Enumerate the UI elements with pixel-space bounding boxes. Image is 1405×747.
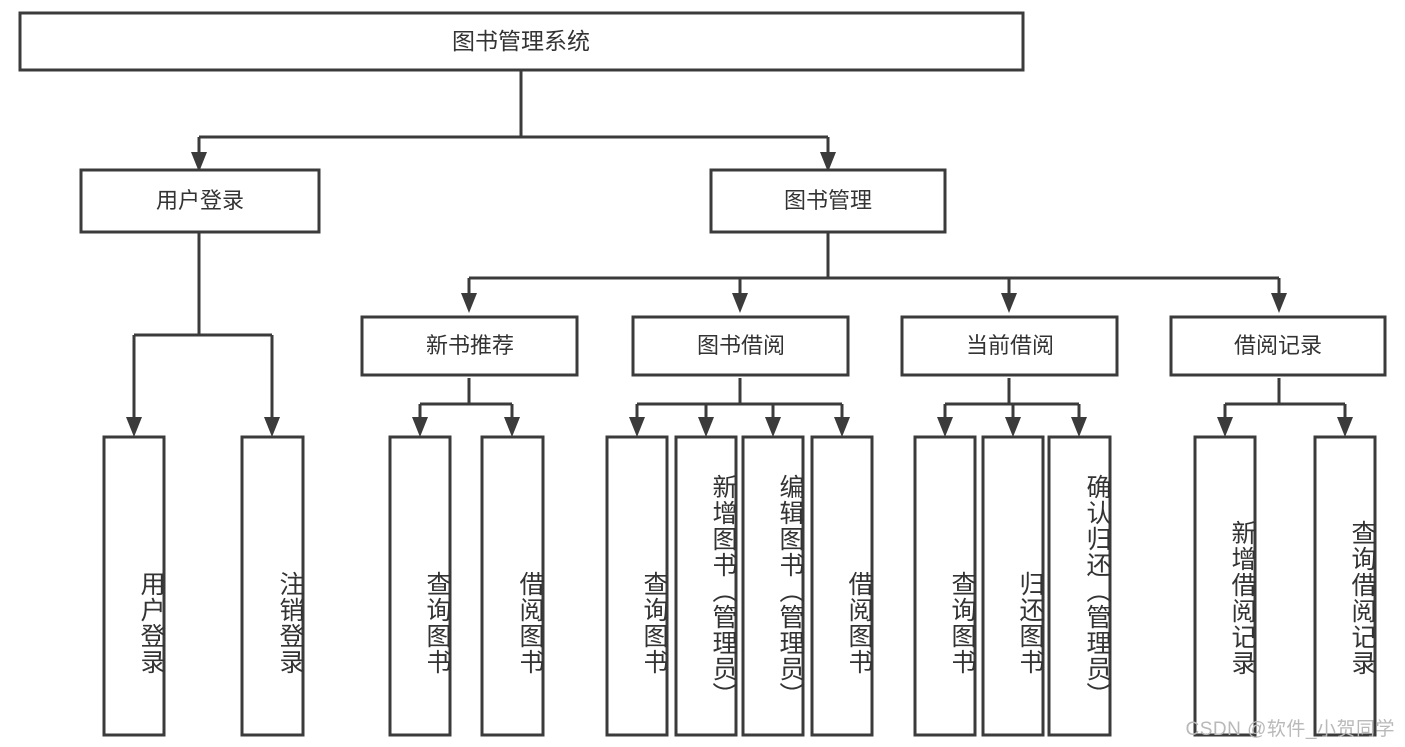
connector-user-login-to-leaves bbox=[126, 232, 280, 437]
csdn-watermark: CSDN @软件_小贺同学 bbox=[1185, 719, 1395, 740]
leaf-box-borrow-book-1[interactable] bbox=[605, 435, 669, 737]
node-book-management-label: 图书管理 bbox=[784, 188, 872, 213]
node-current-borrow-box[interactable] bbox=[900, 315, 1119, 377]
leaf-box-new-book-1[interactable] bbox=[388, 435, 452, 737]
node-new-book-recommend[interactable]: 新书推荐 bbox=[360, 315, 579, 377]
leaf-box-borrow-book-2[interactable] bbox=[674, 435, 738, 737]
node-user-login-label: 用户登录 bbox=[156, 188, 244, 213]
leaf-box-current-borrow-1[interactable] bbox=[913, 435, 977, 737]
node-borrow-record[interactable]: 借阅记录 bbox=[1169, 315, 1387, 377]
leaf-box-user-login-1[interactable] bbox=[102, 435, 166, 737]
node-root-label: 图书管理系统 bbox=[452, 28, 590, 54]
connector-borrow-record-to-leaves bbox=[1217, 378, 1353, 437]
leaf-boxes-borrow-book bbox=[605, 435, 874, 737]
node-new-book-recommend-label: 新书推荐 bbox=[426, 333, 514, 358]
node-borrow-record-label: 借阅记录 bbox=[1234, 333, 1322, 358]
node-current-borrow-label: 当前借阅 bbox=[966, 333, 1054, 358]
node-user-login-box[interactable] bbox=[79, 168, 321, 234]
node-book-borrow[interactable]: 图书借阅 bbox=[631, 315, 850, 377]
leaf-box-borrow-book-3[interactable] bbox=[741, 435, 805, 737]
leaf-box-current-borrow-3[interactable] bbox=[1047, 435, 1112, 737]
leaf-boxes-new-book bbox=[388, 435, 545, 737]
node-borrow-record-box[interactable] bbox=[1169, 315, 1387, 377]
connector-borrow-book-to-leaves bbox=[629, 378, 850, 437]
connector-book-mgmt-to-level3 bbox=[461, 232, 1287, 313]
connector-current-borrow-to-leaves bbox=[937, 378, 1087, 437]
leaf-box-new-book-2[interactable] bbox=[480, 435, 545, 737]
node-root[interactable]: 图书管理系统 bbox=[18, 11, 1025, 72]
leaf-box-current-borrow-2[interactable] bbox=[981, 435, 1045, 737]
leaf-box-user-login-2[interactable] bbox=[240, 435, 305, 737]
leaf-box-borrow-book-4[interactable] bbox=[810, 435, 874, 737]
node-book-borrow-box[interactable] bbox=[631, 315, 850, 377]
leaf-box-borrow-record-1[interactable] bbox=[1193, 435, 1257, 737]
node-book-management[interactable]: 图书管理 bbox=[709, 168, 947, 234]
node-root-box[interactable] bbox=[18, 11, 1025, 72]
leaf-boxes-current-borrow bbox=[913, 435, 1112, 737]
node-book-borrow-label: 图书借阅 bbox=[697, 333, 785, 358]
leaf-boxes-user-login bbox=[102, 435, 305, 737]
leaf-box-borrow-record-2[interactable] bbox=[1313, 435, 1377, 737]
node-book-management-box[interactable] bbox=[709, 168, 947, 234]
node-current-borrow[interactable]: 当前借阅 bbox=[900, 315, 1119, 377]
connector-new-book-to-leaves bbox=[412, 378, 520, 437]
node-new-book-recommend-box[interactable] bbox=[360, 315, 579, 377]
connector-root-to-level2 bbox=[191, 70, 836, 172]
leaf-boxes-borrow-record bbox=[1193, 435, 1377, 737]
node-user-login[interactable]: 用户登录 bbox=[79, 168, 321, 234]
